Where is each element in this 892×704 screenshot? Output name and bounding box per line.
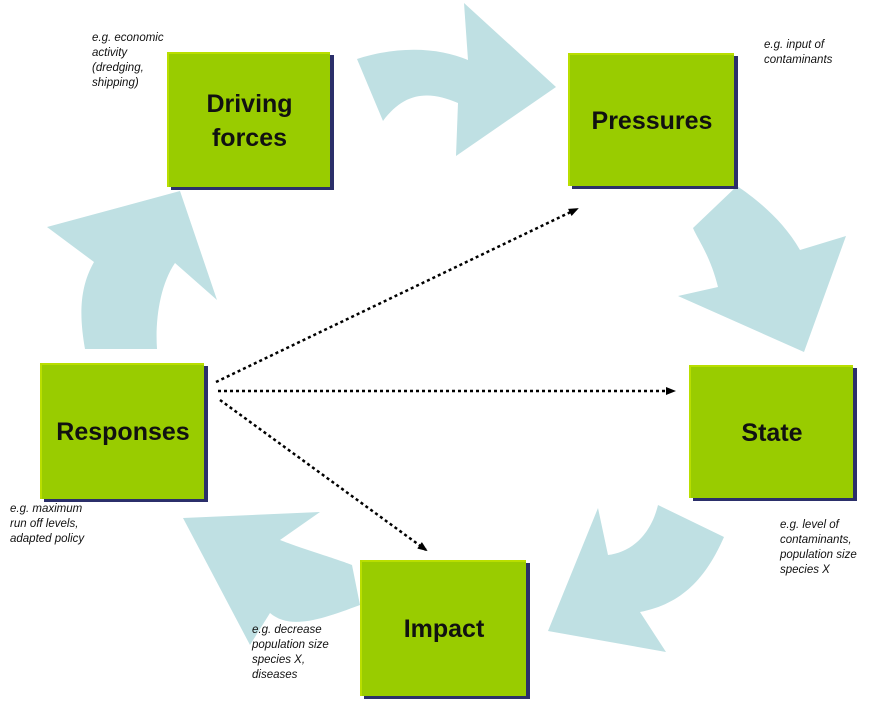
box-impact: Impact [360, 560, 526, 696]
box-pressures: Pressures [568, 53, 734, 186]
box-responses: Responses [40, 363, 204, 499]
arrow-driving-forces-to-pressures [357, 3, 556, 156]
box-state: State [689, 365, 853, 498]
arrow-pressures-to-state [678, 186, 846, 352]
box-driving-forces: Driving forces [167, 52, 330, 187]
note-driving-forces: e.g. economic activity (dredging, shippi… [92, 32, 164, 89]
arrow-responses-to-driving-forces [47, 191, 217, 349]
arrow-state-to-impact [548, 505, 724, 652]
note-responses: e.g. maximum run off levels, adapted pol… [10, 503, 85, 545]
note-state: e.g. level of contaminants, population s… [780, 519, 857, 576]
arrow-impact-to-responses [183, 512, 360, 645]
note-impact: e.g. decrease population size species X,… [252, 624, 329, 681]
note-pressures: e.g. input of contaminants [764, 39, 833, 66]
dotted-arrow-responses-to-impact [219, 398, 428, 552]
dotted-arrow-responses-to-pressures [215, 207, 579, 384]
